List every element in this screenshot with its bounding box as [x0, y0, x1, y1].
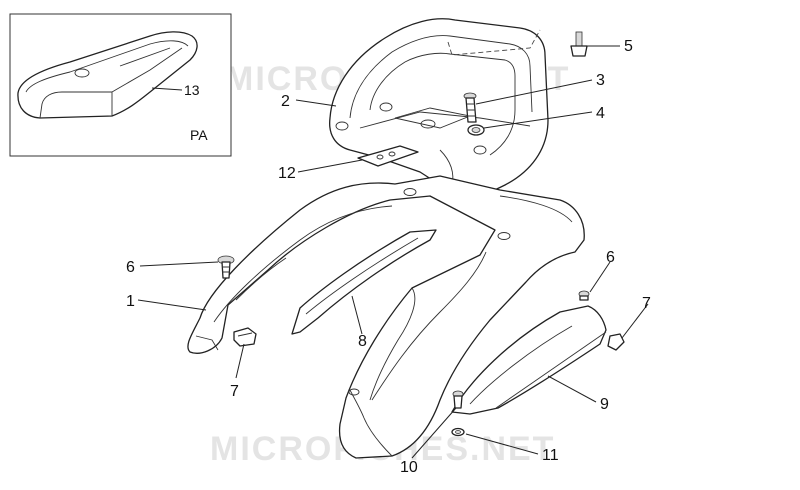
callout-10: 10 — [400, 459, 418, 476]
callout-4: 4 — [596, 105, 605, 122]
clip-part-7-right — [607, 333, 625, 351]
leader-lines — [137, 45, 649, 459]
callout-1: 1 — [126, 293, 135, 310]
screw-part-10 — [452, 390, 464, 409]
screw-part-5 — [570, 31, 588, 57]
callout-3: 3 — [596, 72, 605, 89]
inset-seat-panel: 13 PA — [9, 13, 232, 157]
callout-13: 13 — [184, 82, 200, 98]
callout-5: 5 — [624, 38, 633, 55]
screw-part-6-right — [578, 290, 590, 301]
callout-12: 12 — [278, 165, 296, 182]
side-strip-part-8 — [291, 229, 437, 335]
clip-part-7-left — [233, 327, 257, 347]
callout-6-right: 6 — [606, 249, 615, 266]
seat-cover-drawing — [17, 31, 198, 119]
callout-8: 8 — [358, 333, 367, 350]
bolt-part-3 — [463, 92, 477, 123]
washer-part-4 — [467, 124, 485, 136]
rear-rack-part-2 — [329, 18, 549, 203]
side-cover-part-9 — [451, 305, 607, 415]
callout-2: 2 — [281, 93, 290, 110]
plate-part-12 — [357, 145, 419, 167]
callout-7-right: 7 — [642, 295, 651, 312]
washer-part-11 — [451, 427, 465, 437]
callout-11: 11 — [542, 447, 559, 464]
screw-part-6-left — [217, 255, 235, 279]
callout-6-left: 6 — [126, 259, 135, 276]
tail-fairing-part-1 — [187, 175, 585, 459]
callout-7-left: 7 — [230, 383, 239, 400]
callout-9: 9 — [600, 396, 609, 413]
inset-variant-label: PA — [190, 127, 208, 143]
